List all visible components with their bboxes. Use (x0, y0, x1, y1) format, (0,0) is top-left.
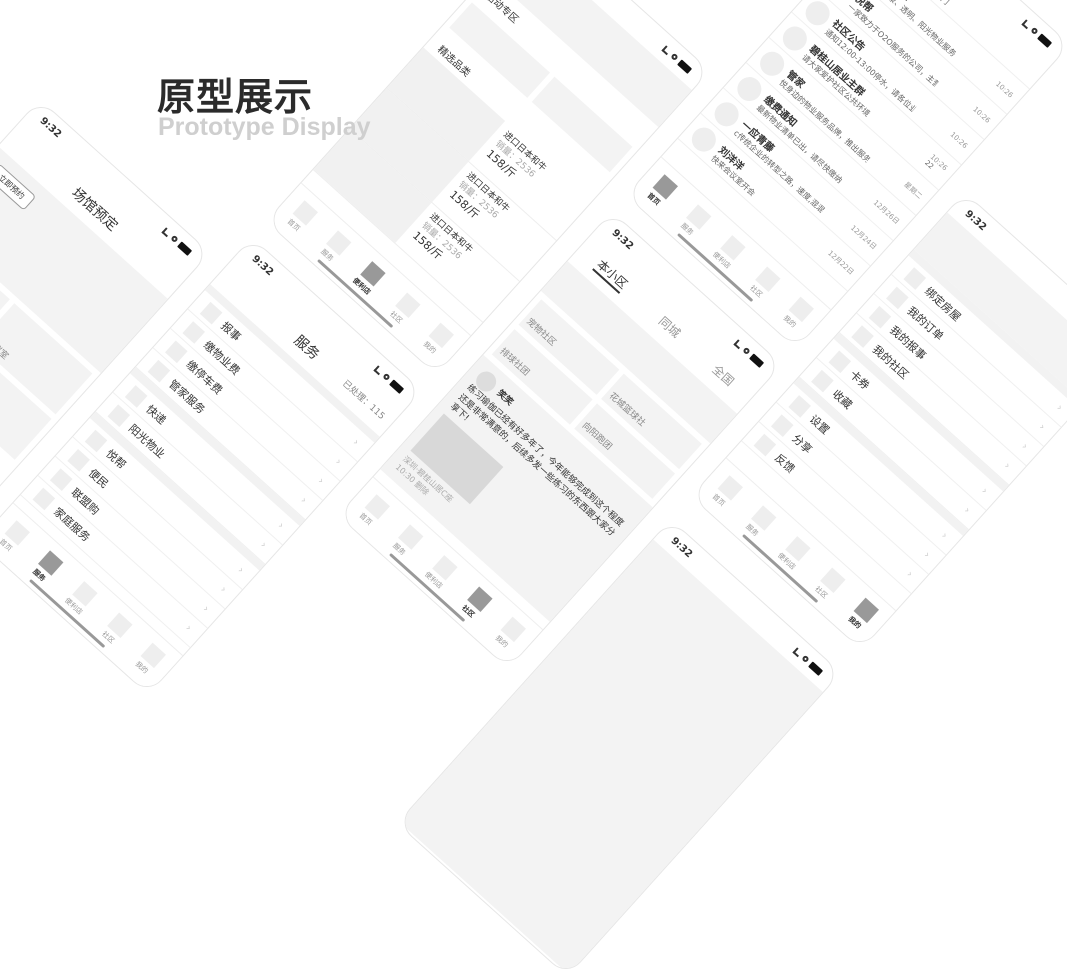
battery-icon (677, 59, 693, 74)
item-icon (32, 487, 56, 510)
item-icon (771, 414, 794, 437)
item-icon (147, 359, 171, 383)
item-icon (886, 286, 909, 309)
item-icon (67, 448, 91, 472)
tab-0[interactable]: 首页 (644, 173, 678, 209)
tab-3[interactable]: 社区 (386, 292, 421, 327)
chevron-right-icon: › (904, 569, 915, 580)
tab-0[interactable]: 首页 (709, 474, 743, 510)
tab-4[interactable]: 我的 (779, 296, 814, 331)
wifi-icon (1030, 26, 1039, 36)
wifi-icon (170, 234, 179, 244)
tab-0[interactable]: 首页 (284, 199, 318, 235)
signal-icon (661, 44, 672, 55)
signal-icon (733, 338, 744, 349)
chevron-right-icon: › (1054, 402, 1065, 414)
chevron-right-icon: › (217, 584, 229, 596)
chevron-right-icon: › (961, 505, 973, 517)
tab-4[interactable]: 我的 (131, 642, 166, 677)
tab-3[interactable]: 社区 (98, 612, 133, 647)
tab-3[interactable]: 社区 (458, 586, 493, 621)
item-icon (788, 394, 812, 418)
signal-icon (161, 226, 172, 237)
item-icon (868, 305, 892, 329)
message-time: 10:26 (971, 104, 993, 125)
tab-3[interactable]: 社区 (811, 567, 846, 602)
tab-1[interactable]: 服务 (317, 229, 352, 265)
chevron-right-icon: › (1019, 441, 1030, 453)
message-meta: 星期二 (902, 179, 924, 200)
item-icon (811, 369, 835, 393)
chevron-right-icon: › (200, 603, 211, 615)
item-icon (753, 433, 777, 456)
chevron-right-icon: › (921, 549, 932, 561)
tab-4[interactable]: 我的 (491, 616, 526, 651)
tab-4[interactable]: 我的 (844, 597, 879, 632)
chevron-right-icon: › (350, 437, 361, 449)
tab-3[interactable]: 社区 (746, 266, 781, 301)
chevron-right-icon: › (298, 495, 309, 507)
battery-icon (389, 379, 405, 394)
chevron-right-icon: › (235, 565, 246, 576)
tab-4[interactable]: 我的 (419, 322, 454, 357)
message-meta: 12月22日 (826, 248, 856, 277)
tab-0[interactable]: 首页 (0, 519, 30, 555)
message-time: 10:26 (948, 130, 970, 150)
chevron-right-icon: › (979, 485, 990, 497)
page-subtitle: Prototype Display (158, 113, 371, 141)
tab-1[interactable]: 服务 (389, 523, 424, 559)
item-icon (903, 266, 927, 290)
battery-icon (177, 241, 193, 256)
item-icon (85, 429, 108, 452)
tab-1[interactable]: 服务 (677, 203, 712, 239)
message-time: 12月26日 (872, 198, 902, 226)
community-tab[interactable]: 同城 (656, 313, 684, 341)
signal-icon (1021, 18, 1032, 29)
message-meta: 12月26日 (871, 197, 901, 226)
item-icon (107, 404, 131, 427)
item-icon (200, 301, 223, 325)
wifi-icon (742, 346, 751, 356)
message-time: 12月22日 (826, 248, 856, 277)
battery-icon (808, 661, 824, 676)
community-tab[interactable]: 本小区 (592, 255, 632, 294)
chevron-right-icon: › (333, 456, 344, 468)
message-meta: 10:26 (994, 80, 1014, 99)
chevron-right-icon: › (1001, 460, 1013, 472)
community-tab[interactable]: 全国 (709, 361, 737, 389)
item-icon (50, 467, 73, 491)
header-title-text: 服务 (290, 332, 323, 364)
item-icon (125, 384, 148, 408)
battery-icon (749, 353, 765, 368)
item-icon (828, 350, 852, 373)
chevron-right-icon: › (183, 622, 194, 634)
signal-icon (792, 646, 803, 657)
wifi-icon (801, 654, 810, 664)
message-meta: 10:26 (949, 130, 969, 149)
tab-1[interactable]: 服务 (742, 504, 777, 540)
chevron-right-icon: › (1036, 421, 1048, 433)
wifi-icon (382, 372, 391, 382)
wifi-icon (670, 52, 679, 62)
signal-icon (373, 364, 384, 375)
item-icon (182, 320, 206, 344)
tab-0[interactable]: 首页 (356, 493, 390, 529)
tab-1[interactable]: 服务 (29, 549, 64, 585)
chevron-right-icon: › (275, 520, 286, 532)
message-time: 10:26 (994, 79, 1015, 100)
battery-icon (1037, 33, 1053, 48)
message-meta: 10:26 (972, 105, 992, 124)
item-icon (165, 340, 188, 363)
chevron-right-icon: › (938, 530, 950, 542)
item-icon (851, 324, 875, 348)
message-meta: 12月24日 (849, 223, 879, 252)
chevron-right-icon: › (258, 539, 269, 551)
page-title: 原型展示 (157, 75, 314, 119)
message-time: 12月24日 (849, 223, 879, 251)
message-time: 星期二 (902, 180, 924, 201)
chevron-right-icon: › (315, 475, 326, 487)
